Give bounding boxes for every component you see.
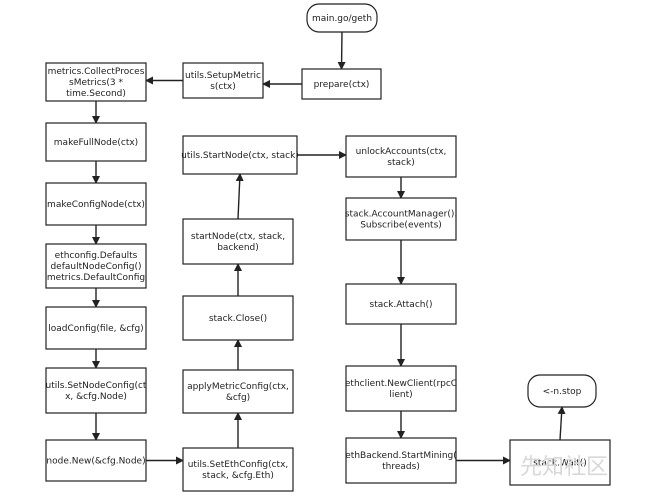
node-applymetric: applyMetricConfig(ctx,&cfg) — [182, 369, 294, 414]
node-label-unlock: unlockAccounts(ctx, — [356, 147, 447, 157]
node-label-defaults: defaultNodeConfig() — [50, 262, 141, 272]
node-box-utilsstart — [182, 135, 298, 175]
node-stackclose: stack.Close() — [182, 295, 294, 341]
node-stop: <-n.stop — [527, 374, 597, 408]
node-label-collect: metrics.CollectProces — [48, 67, 145, 77]
nodes: main.go/geth prepare(ctx) utils.SetupMetri… — [45, 3, 611, 492]
edges — [92, 31, 566, 465]
node-label-mining: ethBackend.StartMining( — [345, 451, 457, 461]
node-box-unlock — [345, 135, 457, 178]
node-box-wait — [509, 439, 611, 486]
node-wait: stack.Wait() — [509, 439, 611, 486]
edge-main-to-prepare — [337, 31, 346, 70]
node-box-setnodeconfig — [45, 367, 147, 414]
node-makeconfig: makeConfigNode(ctx) — [45, 182, 147, 226]
node-label-newclient: ethclient.NewClient(rpcC — [345, 379, 457, 389]
watermark-text: 先知社区 — [520, 455, 608, 480]
node-label-makeconfig: makeConfigNode(ctx) — [47, 200, 145, 210]
node-box-setupmetrics — [182, 62, 264, 99]
node-label-wait: stack.Wait() — [533, 459, 587, 469]
node-box-stop — [527, 374, 597, 408]
node-label-setethconfig: utils.SetEthConfig(ctx, — [188, 460, 289, 470]
node-label-setupmetrics: utils.SetupMetric — [185, 71, 261, 81]
node-main: main.go/geth — [306, 3, 378, 33]
node-box-attach — [345, 283, 457, 325]
watermark: 先知社区 — [520, 455, 608, 480]
node-label-startnode: startNode(ctx, stack, — [191, 232, 285, 242]
node-prepare: prepare(ctx) — [301, 68, 382, 100]
node-defaults: ethconfig.DefaultsdefaultNodeConfig()met… — [45, 243, 147, 289]
node-label-stop: <-n.stop — [543, 387, 582, 397]
node-label-defaults: metrics.DefaultConfig — [47, 273, 145, 283]
node-label-setethconfig: stack, &cfg.Eth) — [202, 471, 274, 481]
node-label-applymetric: applyMetricConfig(ctx, — [187, 382, 289, 392]
edge-wait-to-stop — [557, 406, 566, 441]
node-makefull: makeFullNode(ctx) — [45, 122, 147, 162]
node-setethconfig: utils.SetEthConfig(ctx,stack, &cfg.Eth) — [182, 447, 294, 492]
node-label-collect: sMetrics(3 * — [69, 78, 123, 88]
node-nodenew: node.New(&cfg.Node) — [45, 439, 147, 482]
node-label-stackclose: stack.Close() — [209, 314, 267, 324]
node-label-applymetric: &cfg) — [226, 393, 250, 403]
node-label-main: main.go/geth — [312, 14, 372, 24]
node-box-startnode — [182, 218, 294, 265]
node-box-prepare — [301, 68, 382, 100]
node-box-makeconfig — [45, 182, 147, 226]
node-label-defaults: ethconfig.Defaults — [55, 251, 138, 261]
node-label-accountmgr: stack.AccountManager(). — [345, 210, 457, 220]
node-label-setupmetrics: s(ctx) — [210, 82, 236, 92]
node-label-makefull: makeFullNode(ctx) — [54, 138, 138, 148]
node-accountmgr: stack.AccountManager().Subscribe(events) — [345, 197, 457, 241]
node-loadconfig: loadConfig(file, &cfg) — [45, 306, 147, 350]
node-box-loadconfig — [45, 306, 147, 350]
node-box-makefull — [45, 122, 147, 162]
node-label-startnode: backend) — [217, 243, 259, 253]
node-box-defaults — [45, 243, 147, 289]
node-label-attach: stack.Attach() — [370, 300, 433, 310]
node-box-accountmgr — [345, 197, 457, 241]
node-label-newclient: lient) — [389, 390, 412, 400]
node-label-mining: threads) — [382, 462, 420, 472]
node-setnodeconfig: utils.SetNodeConfig(ctx, &cfg.Node) — [45, 367, 147, 414]
node-label-utilsstart: utils.StartNode(ctx, stack) — [181, 151, 299, 161]
node-unlock: unlockAccounts(ctx,stack) — [345, 135, 457, 178]
node-box-mining — [345, 437, 457, 484]
node-startnode: startNode(ctx, stack,backend) — [182, 218, 294, 265]
node-label-nodenew: node.New(&cfg.Node) — [46, 457, 145, 467]
node-label-unlock: stack) — [387, 158, 414, 168]
node-box-applymetric — [182, 369, 294, 414]
node-label-collect: time.Second) — [66, 89, 126, 99]
node-label-loadconfig: loadConfig(file, &cfg) — [48, 324, 143, 334]
node-box-setethconfig — [182, 447, 294, 492]
edge-startnode-to-utilsstart — [235, 173, 244, 220]
node-attach: stack.Attach() — [345, 283, 457, 325]
node-label-accountmgr: Subscribe(events) — [360, 221, 442, 231]
node-box-main — [306, 3, 378, 33]
node-box-stackclose — [182, 295, 294, 341]
node-mining: ethBackend.StartMining(threads) — [345, 437, 457, 484]
node-box-collect — [45, 62, 147, 102]
node-box-nodenew — [45, 439, 147, 482]
node-utilsstart: utils.StartNode(ctx, stack) — [181, 135, 299, 175]
node-label-prepare: prepare(ctx) — [314, 80, 370, 90]
node-label-setnodeconfig: utils.SetNodeConfig(ct — [46, 381, 147, 391]
node-box-newclient — [345, 365, 457, 412]
node-label-setnodeconfig: x, &cfg.Node) — [65, 392, 127, 402]
